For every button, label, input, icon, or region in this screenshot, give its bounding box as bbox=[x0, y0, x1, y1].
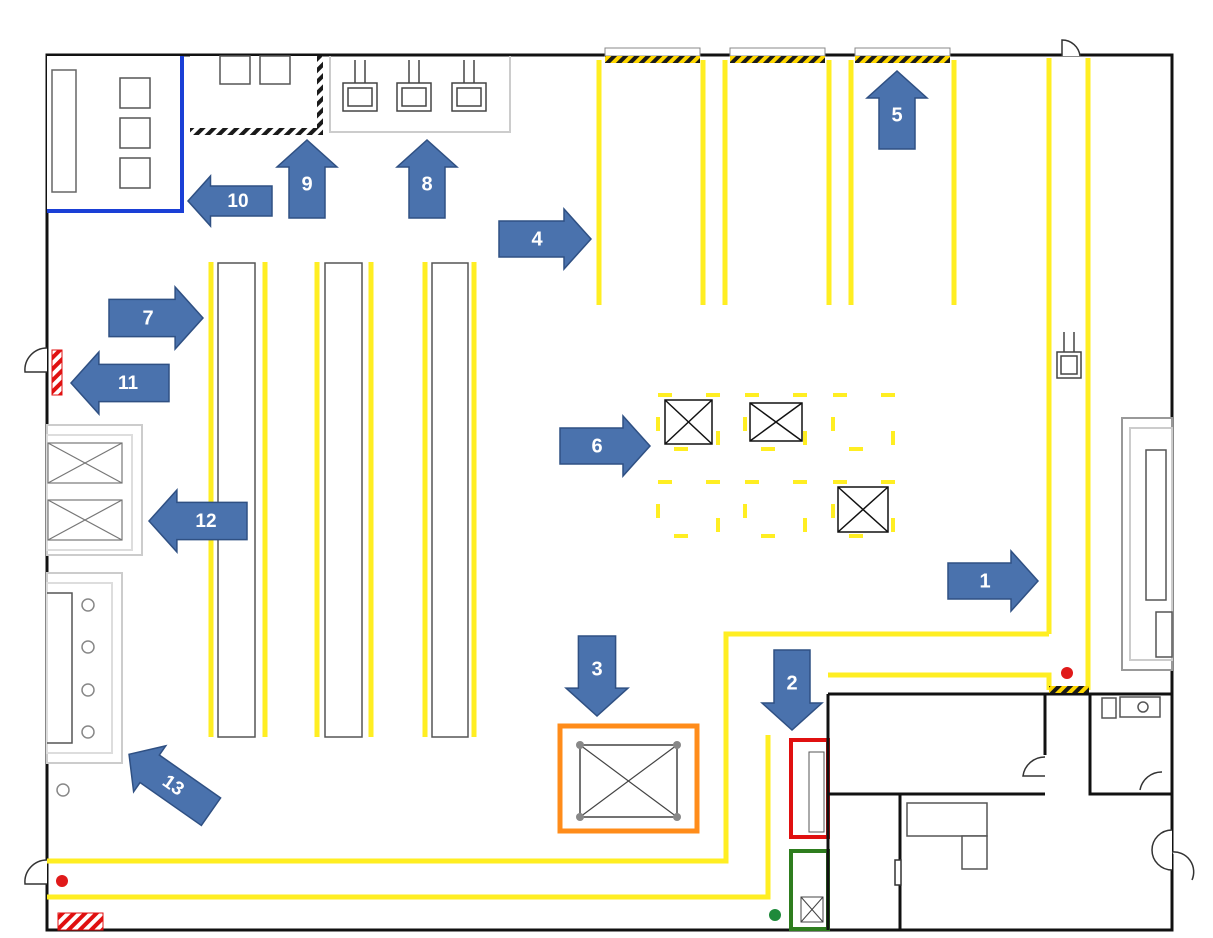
door-top-right bbox=[1061, 39, 1081, 57]
arrow-right-icon bbox=[108, 285, 205, 351]
callout-12: 12 bbox=[147, 488, 248, 554]
forklift-right-aisle bbox=[1056, 332, 1082, 379]
callout-label: 2 bbox=[786, 672, 797, 694]
office-furniture bbox=[906, 696, 1161, 870]
forklift-parking bbox=[329, 56, 511, 133]
left-doors bbox=[24, 347, 48, 885]
arrow-diagonal-icon bbox=[128, 744, 222, 827]
equipment-room-blue bbox=[47, 56, 184, 213]
emergency-door-marking bbox=[51, 349, 104, 931]
hazard-strip-aisle bbox=[1049, 686, 1089, 693]
callout-label: 3 bbox=[591, 658, 602, 680]
pallet-grid bbox=[656, 393, 895, 538]
offices bbox=[826, 692, 1172, 930]
callout-label: 7 bbox=[142, 307, 153, 329]
arrow-up-icon bbox=[395, 138, 459, 219]
callout-4: 4 bbox=[498, 207, 593, 271]
arrow-left-icon bbox=[69, 350, 170, 416]
arrow-down-icon bbox=[760, 649, 824, 732]
callout-label: 1 bbox=[979, 570, 990, 592]
callout-label: 9 bbox=[301, 173, 312, 195]
right-wall-storage bbox=[1121, 417, 1173, 671]
callout-label: 6 bbox=[591, 435, 602, 457]
callout-label: 5 bbox=[891, 104, 902, 126]
callout-label: 4 bbox=[531, 228, 543, 250]
callout-7: 7 bbox=[108, 285, 205, 351]
callout-label: 11 bbox=[118, 373, 139, 394]
callout-5: 5 bbox=[865, 69, 929, 150]
callout-label: 12 bbox=[195, 511, 216, 532]
callout-9: 9 bbox=[275, 138, 339, 219]
callout-11: 11 bbox=[69, 350, 170, 416]
callout-6: 6 bbox=[559, 414, 652, 478]
dock-doors bbox=[604, 47, 951, 63]
red-green-zones bbox=[789, 738, 830, 931]
callout-2: 2 bbox=[760, 649, 824, 732]
arrow-down-icon bbox=[564, 635, 630, 718]
storage-racks bbox=[217, 262, 469, 738]
arrow-left-icon bbox=[186, 174, 273, 228]
arrow-up-icon bbox=[275, 138, 339, 219]
office-doors bbox=[894, 756, 1195, 886]
arrow-up-icon bbox=[865, 69, 929, 150]
callout-1: 1 bbox=[947, 549, 1040, 613]
callout-8: 8 bbox=[395, 138, 459, 219]
callout-label: 10 bbox=[227, 191, 248, 212]
callout-10: 10 bbox=[186, 174, 273, 228]
fire-extinguishers bbox=[56, 667, 1073, 887]
callout-13: 13 bbox=[128, 744, 222, 827]
hazard-storage-area bbox=[190, 55, 323, 135]
arrow-right-icon bbox=[559, 414, 652, 478]
callout-3: 3 bbox=[564, 635, 630, 718]
arrow-right-icon bbox=[498, 207, 593, 271]
left-wall-storage bbox=[46, 424, 143, 797]
walkway-lines bbox=[47, 58, 1091, 900]
arrow-left-icon bbox=[147, 488, 248, 554]
orange-zone-machine bbox=[557, 723, 700, 834]
arrow-right-icon bbox=[947, 549, 1040, 613]
callout-label: 8 bbox=[421, 173, 432, 195]
first-aid-station bbox=[769, 909, 781, 921]
